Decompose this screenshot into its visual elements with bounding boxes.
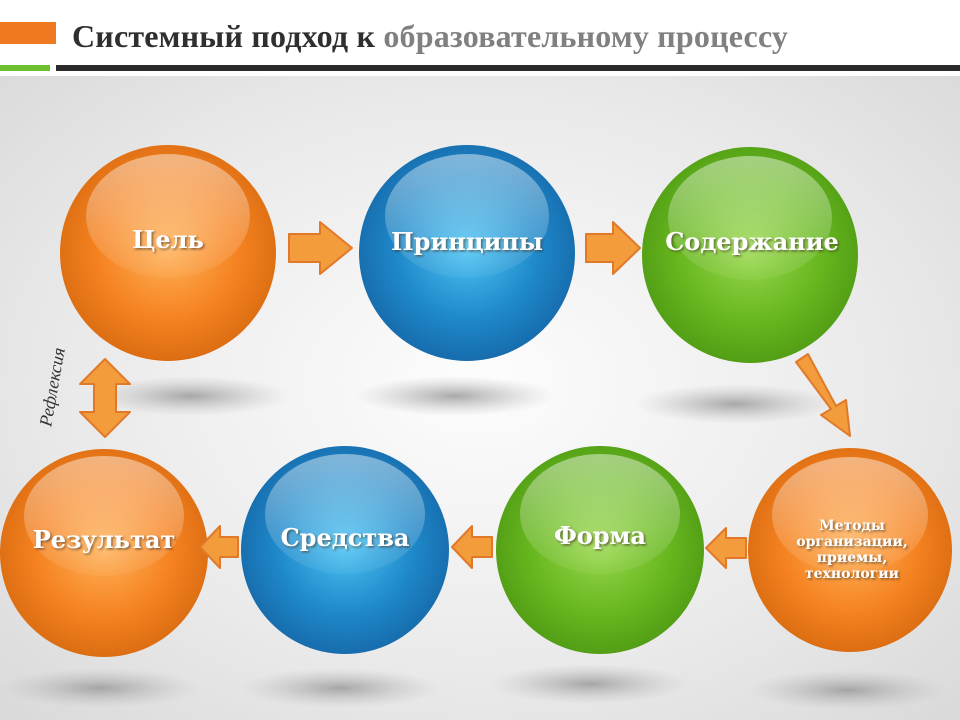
node-label: Средства xyxy=(281,523,410,552)
node-label: Результат xyxy=(33,525,176,554)
arrow-reflection xyxy=(79,358,131,438)
sphere-gloss xyxy=(385,154,549,278)
node-goal: Цель xyxy=(60,145,276,361)
reflection-label: Рефлексия xyxy=(35,346,69,429)
sphere-shadow xyxy=(0,668,200,708)
node-principles: Принципы xyxy=(359,145,575,361)
node-label-line: Методы xyxy=(819,518,885,534)
title-rule xyxy=(56,65,960,71)
node-label: Цель xyxy=(132,225,204,254)
title-bar: Системный подход к образовательному проц… xyxy=(0,0,960,76)
node-label: Форма xyxy=(554,521,646,550)
node-methods: Методы организации, приемы, технологии xyxy=(748,448,952,652)
sphere-gloss xyxy=(265,454,425,574)
sphere-gloss xyxy=(24,456,184,576)
arrow-goal-to-principles xyxy=(288,221,353,275)
accent-orange-bar xyxy=(0,22,56,44)
node-label-line: организации, xyxy=(796,534,907,550)
slide-title: Системный подход к образовательному проц… xyxy=(72,18,788,55)
sphere-shadow xyxy=(355,376,555,416)
arrow-principles-to-content xyxy=(585,221,641,275)
sphere-shadow xyxy=(240,668,440,708)
sphere-gloss xyxy=(772,457,928,573)
node-label: Принципы xyxy=(391,227,543,256)
node-label-line: технологии xyxy=(805,566,899,582)
sphere-shadow xyxy=(635,384,835,424)
sphere-gloss xyxy=(520,454,680,574)
node-form: Форма xyxy=(496,446,704,654)
node-content: Содержание xyxy=(642,147,858,363)
sphere-gloss xyxy=(86,154,250,278)
arrow-methods-to-form xyxy=(705,527,747,569)
sphere-shadow xyxy=(90,376,290,416)
sphere-shadow xyxy=(748,670,948,710)
arrow-content-to-methods xyxy=(795,353,851,437)
node-result: Результат xyxy=(0,449,208,657)
arrow-form-to-means xyxy=(451,525,493,569)
accent-green-bar xyxy=(0,65,50,71)
node-means: Средства xyxy=(241,446,449,654)
node-label: Содержание xyxy=(665,227,839,256)
arrow-means-to-result xyxy=(199,525,239,569)
node-label-line: приемы, xyxy=(817,550,887,566)
title-dark-part: Системный подход к xyxy=(72,18,376,54)
title-gray-part: образовательному процессу xyxy=(383,18,789,54)
sphere-gloss xyxy=(668,156,832,280)
sphere-shadow xyxy=(490,664,690,704)
